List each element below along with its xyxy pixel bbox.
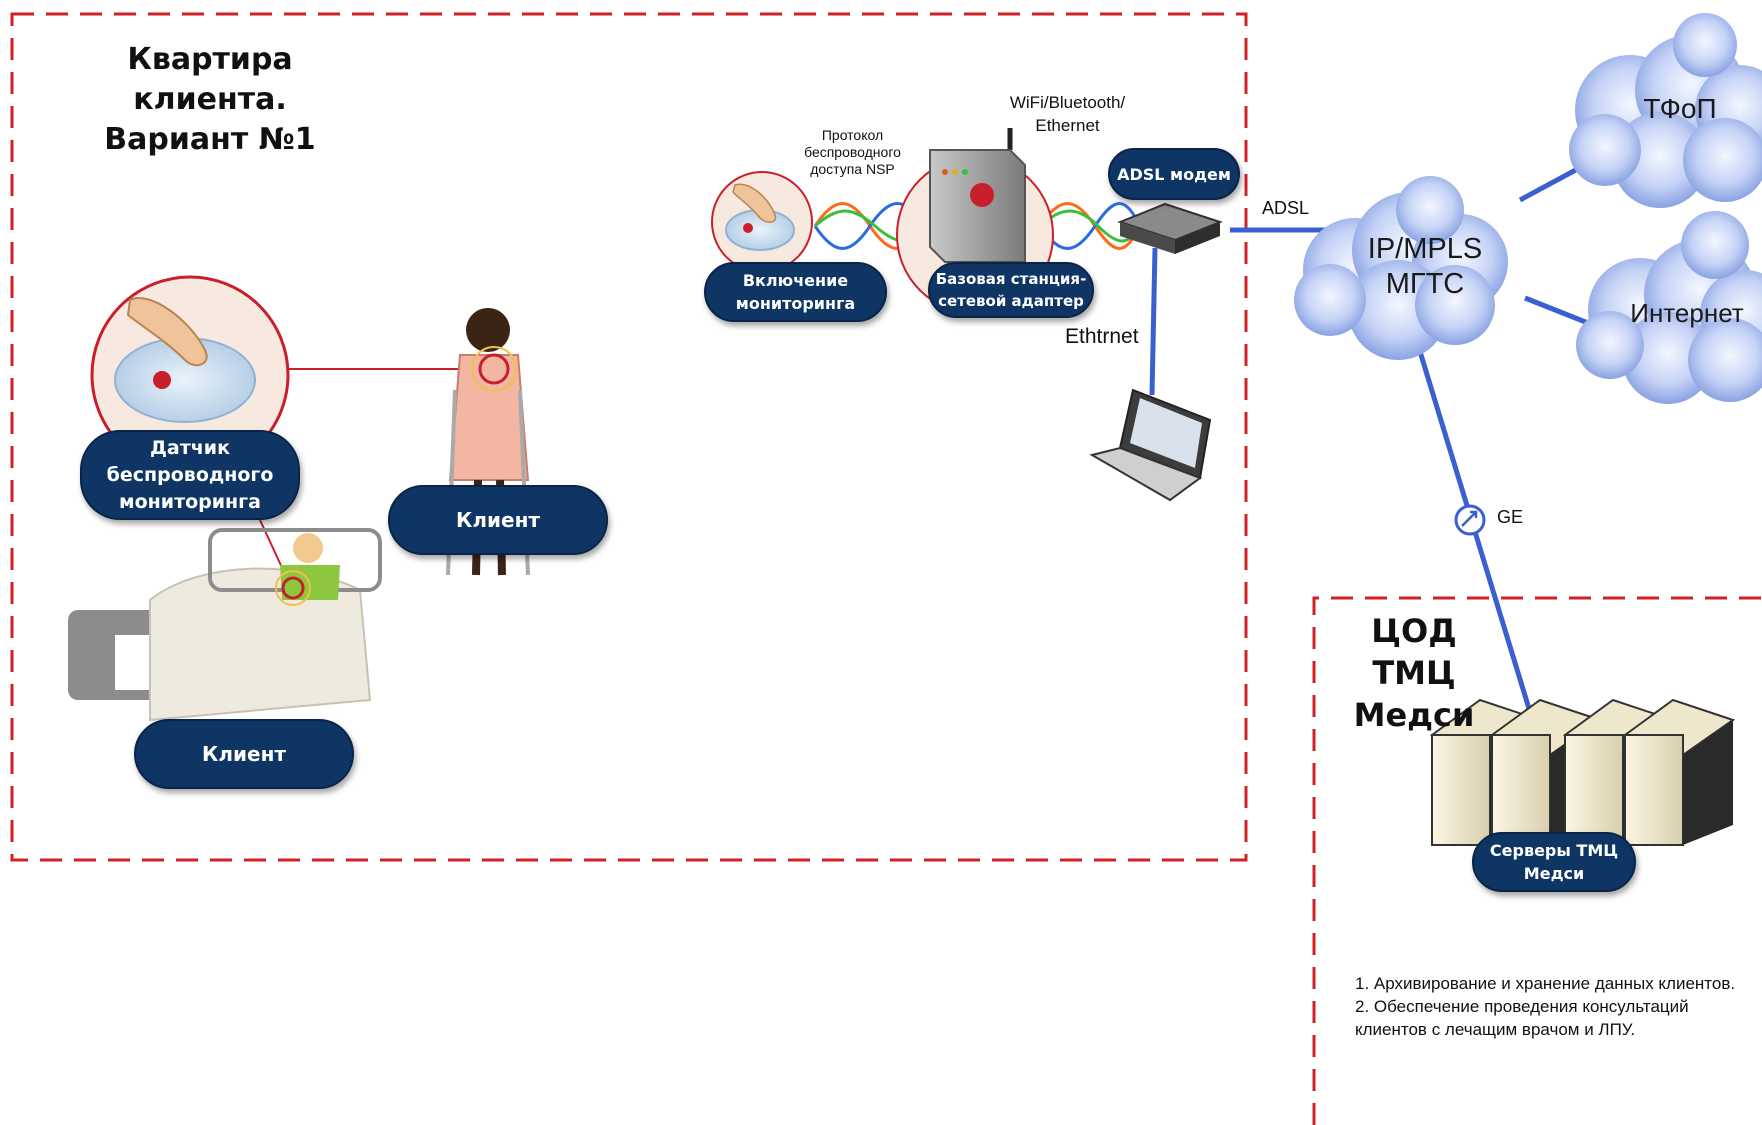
base-station-line2: сетевой адаптер (938, 292, 1084, 310)
monitoring-on-line2: мониторинга (735, 294, 856, 313)
datacenter-title-line1: ЦОД (1371, 612, 1457, 650)
wifi-line2: Ethernet (1035, 116, 1100, 135)
ipmpls-line1: IP/MPLS (1367, 233, 1483, 265)
cloud-internet (1576, 211, 1762, 404)
datacenter-boundary (1312, 596, 1762, 1125)
apartment-title-line2: Вариант №1 (104, 122, 316, 157)
internet-label: Интернет (1630, 298, 1744, 328)
sensor-label: Датчик беспроводного мониторинга (80, 430, 300, 520)
client-standing-label: Клиент (388, 485, 608, 555)
adsl-modem-icon (1117, 202, 1223, 254)
ge-label: GE (1497, 507, 1524, 527)
wifi-label: WiFi/Bluetooth/ Ethernet (995, 91, 1140, 137)
servers-label-line1: Серверы ТМЦ (1489, 841, 1619, 860)
sensor-zoom-icon (90, 275, 290, 475)
base-station-label: Базовая станция- сетевой адаптер (928, 262, 1094, 318)
datacenter-title-line2: ТМЦ Медси (1353, 654, 1475, 734)
apartment-boundary (10, 12, 1248, 862)
datacenter-note-2: 2. Обеспечение проведения консультаций к… (1355, 997, 1689, 1039)
base-station-line1: Базовая станция- (935, 270, 1087, 288)
cloud-pstn (1569, 13, 1762, 208)
sensor-label-line1: Датчик (149, 436, 230, 459)
datacenter-note-1: 1. Архивирование и хранение данных клиен… (1355, 974, 1736, 993)
wifi-line1: WiFi/Bluetooth/ (1009, 93, 1126, 112)
monitoring-button-icon (711, 171, 813, 273)
monitoring-on-label: Включение мониторинга (704, 262, 887, 322)
internet-link (1524, 295, 1589, 326)
protocol-line2: беспроводного (804, 144, 901, 160)
sensor-label-line2: беспроводного (106, 463, 274, 486)
ipmpls-label: IP/MPLS МГТС (1330, 232, 1520, 302)
datacenter-title: ЦОД ТМЦ Медси (1310, 610, 1518, 736)
servers-icon (1429, 698, 1736, 846)
pstn-link (1518, 162, 1587, 203)
ge-connector-icon (1454, 504, 1486, 536)
monitoring-on-line1: Включение (742, 271, 849, 290)
servers-label: Серверы ТМЦ Медси (1472, 832, 1636, 892)
laptop-icon (1089, 388, 1212, 502)
protocol-line1: Протокол (821, 127, 884, 143)
sensor-label-line3: мониторинга (119, 490, 261, 513)
servers-label-line2: Медси (1523, 864, 1585, 883)
ipmpls-line2: МГТС (1385, 268, 1465, 300)
pstn-label: ТФоП (1643, 93, 1717, 124)
apartment-title-line1: Квартира клиента. (127, 42, 293, 117)
protocol-label: Протокол беспроводного доступа NSP (790, 127, 915, 178)
cloud-ipmpls (1294, 176, 1508, 360)
ethernet-link (1149, 247, 1158, 396)
ethernet-label: Ethtrnet (1065, 325, 1139, 348)
datacenter-notes: 1. Архивирование и хранение данных клиен… (1355, 972, 1755, 1041)
apartment-title: Квартира клиента. Вариант №1 (50, 40, 370, 160)
adsl-modem-label: ADSL модем (1108, 148, 1240, 200)
adsl-label: ADSL (1262, 198, 1310, 218)
client-bed-figure (68, 528, 382, 722)
client-bed-label: Клиент (134, 719, 354, 789)
protocol-line3: доступа NSP (810, 161, 895, 177)
